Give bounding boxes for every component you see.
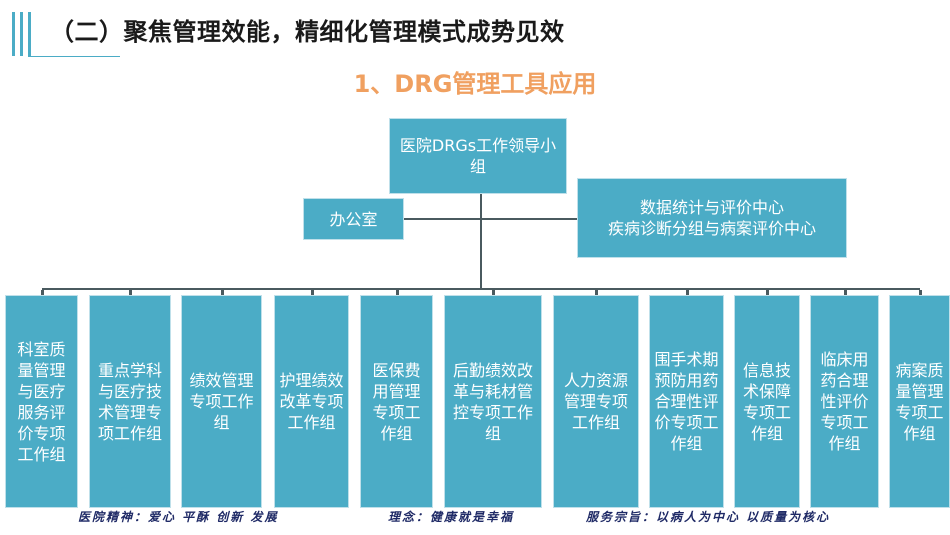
group-node-9: 信息技术保障专项工作组 (734, 295, 800, 508)
footer-spirit: 医院精神：爱心 平酥 创新 发展 (78, 510, 279, 524)
group-node-10: 临床用药合理性评价专项工作组 (810, 295, 879, 508)
group-label: 医保费用管理专项工作组 (372, 360, 421, 443)
group-label: 临床用药合理性评价专项工作组 (820, 350, 869, 453)
page-title: （二）聚焦管理效能，精细化管理模式成势见效 (50, 18, 565, 46)
group-label: 信息技术保障专项工作组 (742, 360, 791, 443)
connector-tick (129, 290, 132, 295)
connector-tick (766, 290, 769, 295)
connector-office (404, 218, 480, 220)
connector-root-vertical (480, 192, 482, 288)
footer-purpose: 服务宗旨：以病人为中心 以质量为核心 (586, 510, 831, 524)
connector-tick (918, 290, 922, 295)
group-node-7: 人力资源管理专项工作组 (553, 295, 639, 508)
connector-tick (595, 290, 598, 295)
group-label: 病案质量管理专项工作组 (895, 360, 944, 443)
group-node-4: 护理绩效改革专项工作组 (274, 295, 349, 508)
group-label: 绩效管理专项工作组 (189, 371, 254, 432)
section-subtitle: 1、DRG管理工具应用 (353, 70, 597, 98)
group-node-11: 病案质量管理专项工作组 (889, 295, 950, 508)
group-label: 科室质量管理与医疗服务评价专项工作组 (17, 339, 66, 464)
connector-tick (843, 290, 847, 295)
group-label: 围手术期预防用药合理性评价专项工作组 (654, 350, 719, 453)
center-node: 数据统计与评价中心 疾病诊断分组与病案评价中心 (577, 178, 847, 258)
group-node-2: 重点学科与医疗技术管理专项工作组 (89, 295, 171, 508)
connector-tick (220, 290, 224, 295)
office-node-label: 办公室 (329, 209, 378, 229)
root-node: 医院DRGs工作领导小组 (389, 118, 567, 194)
decor-bar-1 (12, 12, 15, 56)
office-node: 办公室 (303, 198, 404, 240)
group-node-6: 后勤绩效改革与耗材管控专项工作组 (444, 295, 542, 508)
root-node-label: 医院DRGs工作领导小组 (399, 136, 557, 176)
group-node-3: 绩效管理专项工作组 (181, 295, 262, 508)
decor-bar-3 (28, 12, 31, 56)
group-node-1: 科室质量管理与医疗服务评价专项工作组 (5, 295, 78, 508)
footer-concept: 理念：健康就是幸福 (388, 510, 515, 524)
decor-underline (28, 56, 120, 57)
connector-center (482, 218, 578, 220)
connector-tick (492, 290, 495, 295)
group-label: 人力资源管理专项工作组 (563, 371, 628, 432)
group-node-8: 围手术期预防用药合理性评价专项工作组 (649, 295, 724, 508)
center-node-label: 数据统计与评价中心 疾病诊断分组与病案评价中心 (607, 198, 816, 238)
group-label: 重点学科与医疗技术管理专项工作组 (97, 360, 162, 443)
connector-tick (395, 290, 399, 295)
connector-tick (310, 290, 314, 295)
connector-tick (40, 290, 44, 295)
connector-tick (685, 290, 689, 295)
group-label: 护理绩效改革专项工作组 (279, 371, 344, 432)
decor-bar-2 (20, 12, 23, 56)
connector-horizontal-bus (42, 288, 920, 290)
group-label: 后勤绩效改革与耗材管控专项工作组 (452, 360, 533, 443)
group-node-5: 医保费用管理专项工作组 (360, 295, 433, 508)
